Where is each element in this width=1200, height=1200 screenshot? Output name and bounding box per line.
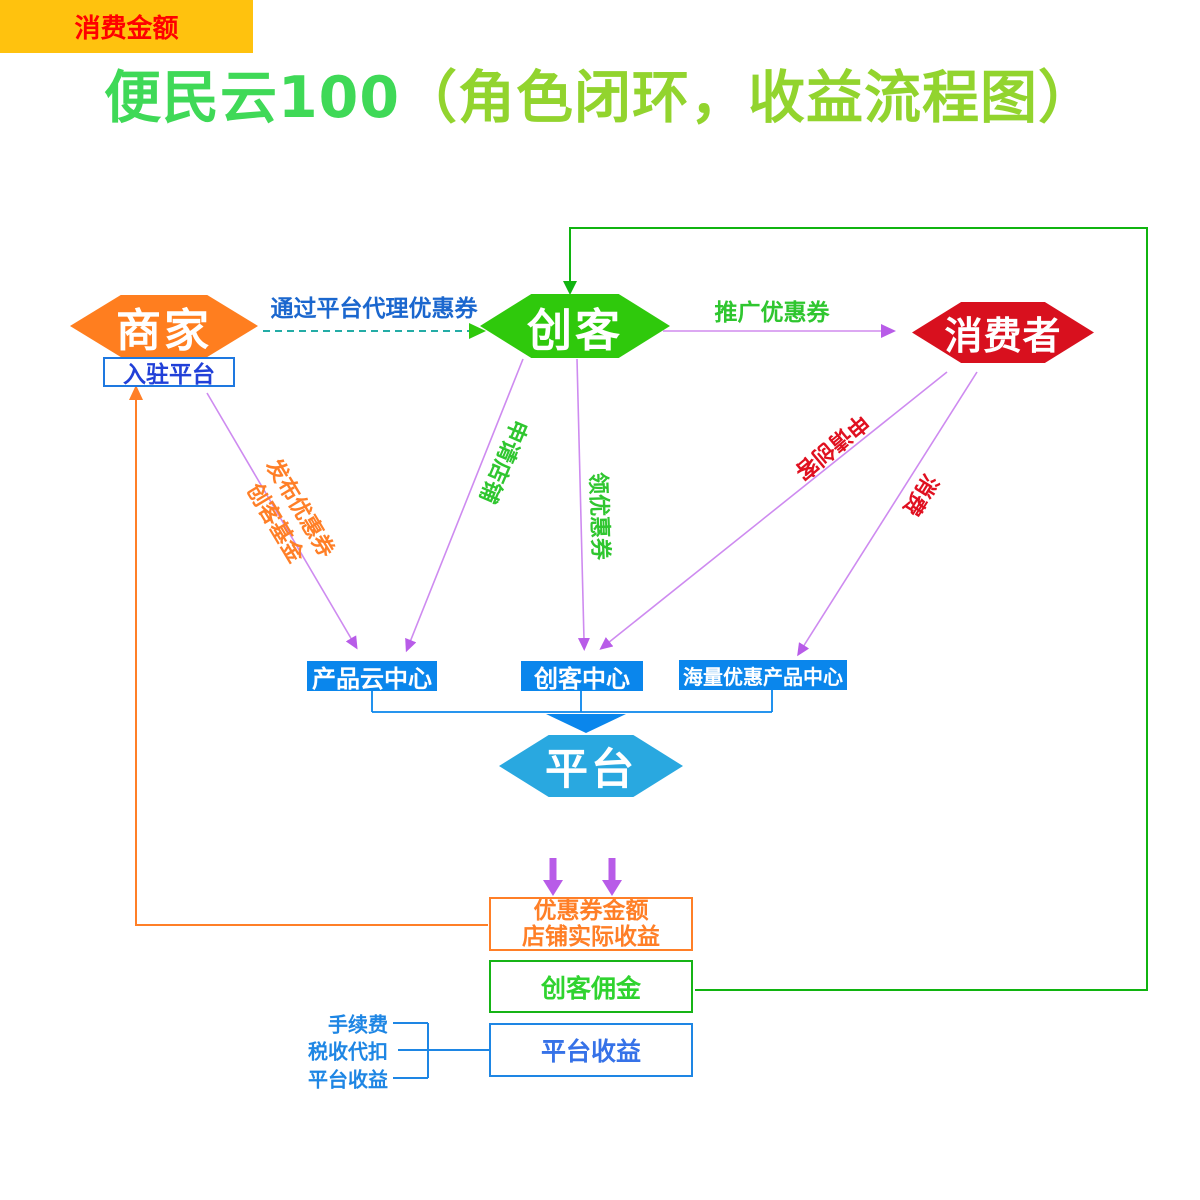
consumption-to-coupon-thick-arrows — [543, 858, 622, 896]
edge-label-claim-coupon: 领优惠券 — [584, 471, 613, 561]
fee-label-platform-income: 平台收益 — [308, 1067, 388, 1092]
node-product-cloud-center: 产品云中心 — [307, 661, 437, 693]
node-join-platform: 入驻平台 — [103, 357, 235, 388]
node-maker-center: 创客中心 — [521, 661, 643, 693]
fee-label-handling: 手续费 — [328, 1012, 388, 1037]
node-maker-commission: 创客佣金 — [489, 960, 693, 1013]
coupon-amount-line2: 店铺实际收益 — [522, 924, 660, 950]
fee-bus-lines — [393, 1022, 489, 1079]
node-coupon-amount: 优惠券金额 店铺实际收益 — [489, 897, 693, 951]
coupon-amount-line1: 优惠券金额 — [533, 898, 649, 924]
fee-label-tax-withholding: 税收代扣 — [308, 1039, 388, 1064]
node-platform-revenue: 平台收益 — [489, 1023, 693, 1077]
title-subtitle: （角色闭环，收益流程图） — [399, 65, 1096, 131]
loop-commission-to-maker-green — [563, 227, 1148, 991]
title-brand: 便民云100 — [104, 65, 400, 131]
diagonal-role-arrows — [206, 358, 978, 657]
loop-coupon-to-join-platform-orange — [129, 385, 488, 926]
edge-label-promote-coupon: 推广优惠券 — [714, 300, 830, 326]
page-title: 便民云100（角色闭环，收益流程图） — [0, 52, 1200, 134]
node-mass-discount-center: 海量优惠产品中心 — [679, 660, 847, 690]
edge-label-agent-coupon: 通过平台代理优惠券 — [270, 296, 478, 322]
node-consumption-amount: 消费金额 — [0, 0, 253, 53]
centers-to-platform-connector — [371, 690, 773, 733]
